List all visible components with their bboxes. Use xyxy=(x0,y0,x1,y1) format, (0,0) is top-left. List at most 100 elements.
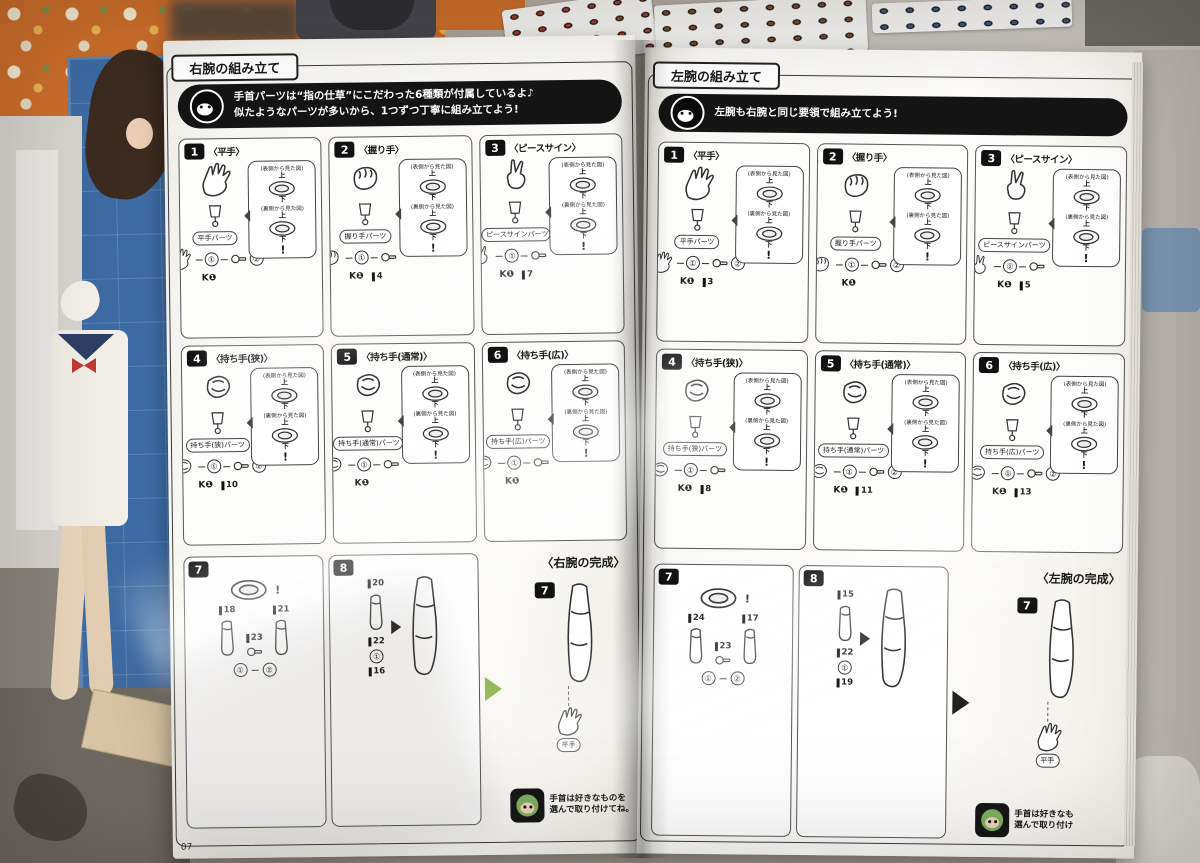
caution-mark: ! xyxy=(275,583,281,597)
wrist-ring-icon xyxy=(421,385,449,401)
wrist-ring-icon xyxy=(754,392,781,408)
step-circle: ① xyxy=(233,662,248,678)
wrist-ring-icon xyxy=(912,394,939,410)
assembly-sequence: ① ② xyxy=(656,250,745,275)
hand-part-icon xyxy=(356,373,381,397)
part-id-tag: 10 xyxy=(221,480,238,490)
wrist-part-icon xyxy=(688,415,702,438)
panel-number: 4 xyxy=(661,353,683,370)
mascot-girl-icon xyxy=(510,788,545,823)
flat-hand-icon xyxy=(557,707,583,736)
wrist-ring-icon xyxy=(231,579,268,601)
page-number: 07 xyxy=(180,842,193,853)
joint-icon xyxy=(531,250,547,260)
panel-title: 〈持ち手(通常)〉 xyxy=(361,351,432,364)
wrist-ring-icon xyxy=(419,178,446,194)
hand-assembly-panel: 3 〈ピースサイン〉 ピースサインパーツ ① xyxy=(478,133,625,336)
hand-part-icon xyxy=(685,166,714,201)
hand-assembly-panel: 4 〈持ち手(狭)〉 持ち手(狭)パーツ ① xyxy=(180,343,327,546)
hand-part-icon xyxy=(812,463,827,479)
hand-assembly-panel: 1 〈平手〉 平手パーツ ① xyxy=(656,141,810,344)
panel-number: 2 xyxy=(334,141,355,158)
step-circle: ① xyxy=(844,257,859,272)
hand-part-icon xyxy=(331,457,342,472)
arm-part-icon xyxy=(689,628,703,664)
mascot-girl-icon xyxy=(974,802,1010,838)
wrist-part-icon xyxy=(1006,419,1019,442)
wrist-part-icon xyxy=(509,201,522,224)
part-name-label: 持ち手(狭)パーツ xyxy=(185,437,250,453)
hand-part-icon xyxy=(843,381,868,404)
panel-number: 1 xyxy=(184,143,205,160)
caution-mark: ! xyxy=(433,448,439,462)
assembly-sequence: ① ② xyxy=(812,459,902,484)
step-8-box: 8 15 22 ① 19 xyxy=(795,565,949,839)
shadow-top xyxy=(170,0,300,42)
part-id-tag: 21 xyxy=(272,604,289,614)
caution-mark: ! xyxy=(922,457,928,471)
runner-code: K❶ xyxy=(499,269,515,280)
hand-assembly-panel: 6 〈持ち手(広)〉 持ち手(広)パーツ ① xyxy=(971,351,1126,554)
runner-code: K❶ xyxy=(841,278,857,289)
part-id-tag: 7 xyxy=(522,269,533,279)
runner-code: K❶ xyxy=(677,483,693,494)
step-8-box: 8 20 22 ① 16 xyxy=(328,553,482,827)
part-id-tag: 3 xyxy=(702,277,713,287)
detail-view-card: (表側から見た図) 上 下 (裏側から見た図) 上 下 ! xyxy=(550,363,621,462)
caution-mark: ! xyxy=(580,239,587,253)
wrist-ring-icon xyxy=(269,180,296,196)
joint-icon xyxy=(533,457,550,467)
wrist-part-icon xyxy=(691,208,704,231)
wrist-ring-icon xyxy=(419,219,447,235)
step-circle: ② xyxy=(262,662,277,677)
step-circle: ① xyxy=(683,462,698,477)
runner-code: K❶ xyxy=(354,478,370,489)
joint-icon xyxy=(870,260,887,270)
manual-right-page: 左腕の組み立て 左腕も右腕と同じ要領で組み立てよう! 1 〈平手〉 xyxy=(636,47,1143,859)
part-name-label: 持ち手(通常)パーツ xyxy=(333,436,403,451)
detail-view-card: (表側から見た図) 上 下 (裏側から見た図) 上 下 ! xyxy=(247,160,318,259)
wrist-ring-icon xyxy=(914,187,942,203)
panel-title: 〈持ち手(広)〉 xyxy=(1003,361,1065,373)
mascot-note: 手首は好きなも 選んで取り付け xyxy=(974,802,1120,839)
detail-view-card: (表側から見た図) 上 下 (裏側から見た図) 上 下 ! xyxy=(548,156,618,255)
completion-title: 〈左腕の完成〉 xyxy=(1036,571,1121,587)
part-id-tag: 24 xyxy=(688,613,705,623)
step-number: 7 xyxy=(188,561,209,578)
part-name-label: 平手パーツ xyxy=(192,231,238,246)
next-step-arrow-icon xyxy=(484,676,503,702)
step-circle: ① xyxy=(1000,466,1016,481)
panel-number: 4 xyxy=(186,350,208,367)
intro-banner: 左腕も右腕と同じ要領で組み立てよう! xyxy=(658,93,1128,137)
panel-number: 5 xyxy=(820,355,841,372)
hand-panel-grid: 1 〈平手〉 平手パーツ ① xyxy=(178,133,628,546)
step-circle: ① xyxy=(369,649,384,664)
part-id-tag: 22 xyxy=(368,636,385,646)
assembly-sequence: ① xyxy=(973,254,1062,279)
hand-part-icon xyxy=(328,250,339,266)
hand-assembly-panel: 1 〈平手〉 平手パーツ ① xyxy=(178,136,324,339)
assembly-sequence: ① ② xyxy=(971,461,1061,486)
joint-icon xyxy=(868,467,884,477)
flat-hand-icon xyxy=(1036,722,1062,752)
part-name-label: 持ち手(広)パーツ xyxy=(979,444,1045,460)
step-7-box: 7 ! 18 23 21 xyxy=(183,554,327,829)
wrist-ring-icon xyxy=(269,221,296,236)
step-circle: ① xyxy=(685,255,700,271)
step-circle: ① xyxy=(1003,259,1018,274)
hand-part-icon xyxy=(201,162,231,197)
panel-title: 〈平手〉 xyxy=(208,146,245,159)
hand-type-label: 平手 xyxy=(1035,753,1060,768)
completed-arm-icon xyxy=(1048,599,1074,699)
assembled-arm-icon xyxy=(411,576,438,676)
left-arm-completion: 〈左腕の完成〉 7 平手 手首は好きなも 選んで取り付け xyxy=(973,567,1123,841)
arm-assembly-row: 7 ! 18 23 21 xyxy=(183,551,634,829)
banner-text: 手首パーツは“指の仕草”にこだわった6種類が付属しているよ♪ 似たようなパーツが… xyxy=(233,87,534,120)
wrist-ring-icon xyxy=(1070,436,1098,452)
part-id-tag: 8 xyxy=(700,484,711,494)
part-name-label: ピースサインパーツ xyxy=(480,227,551,243)
hand-part-icon xyxy=(1006,169,1026,200)
runner-code: K❶ xyxy=(833,485,849,496)
wrist-ring-icon xyxy=(755,226,783,242)
